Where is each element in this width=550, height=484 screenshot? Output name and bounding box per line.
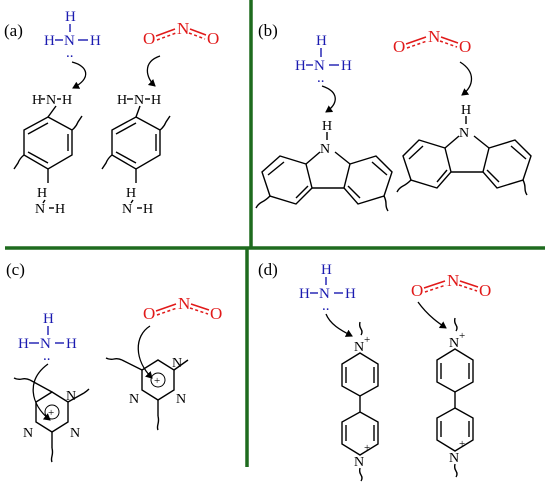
svg-text:N: N — [459, 126, 469, 141]
svg-text:..: .. — [66, 45, 74, 61]
svg-text:H: H — [345, 286, 356, 302]
svg-text:N: N — [66, 389, 76, 404]
svg-text:N: N — [176, 392, 186, 407]
svg-text:N: N — [70, 426, 80, 441]
panel-d: H H N H .. O N O N + — [299, 262, 491, 482]
svg-text:..: .. — [43, 348, 51, 364]
svg-text:N: N — [46, 93, 56, 108]
svg-text:H: H — [299, 286, 310, 302]
svg-text:H: H — [44, 33, 55, 49]
svg-text:H: H — [322, 119, 332, 134]
svg-text:H: H — [18, 336, 29, 352]
arrow-b-no2 — [459, 61, 473, 96]
svg-text:N: N — [129, 392, 139, 407]
ammonia-molecule-b: H H N H .. — [295, 33, 352, 86]
svg-text:+: + — [459, 330, 465, 342]
bipyridinium-right: N + N + — [436, 317, 474, 478]
svg-text:H: H — [90, 33, 101, 49]
svg-text:N: N — [319, 286, 330, 302]
svg-text:H: H — [32, 93, 42, 108]
svg-text:N: N — [449, 336, 459, 351]
svg-text:O: O — [393, 37, 405, 56]
svg-text:+: + — [364, 442, 370, 454]
svg-text:N: N — [354, 340, 364, 355]
nitrogen-dioxide-molecule-d: O N O — [411, 271, 491, 300]
arrow-d-no2 — [417, 301, 447, 329]
svg-text:O: O — [459, 37, 471, 56]
svg-text:N: N — [320, 142, 330, 157]
svg-text:O: O — [479, 281, 491, 300]
svg-text:H: H — [126, 186, 136, 201]
panel-b: H H N H .. O N O H N — [255, 27, 532, 212]
carbazole-left: H N — [255, 119, 393, 212]
panel-c: H H N H .. O N O — [13, 294, 222, 463]
svg-text:H: H — [62, 93, 72, 108]
arrow-a-no2 — [146, 55, 161, 87]
panel-label-a: (a) — [4, 21, 23, 40]
svg-text:+: + — [48, 407, 54, 419]
ammonia-molecule-a: H H N H .. — [44, 9, 101, 61]
svg-text:+: + — [154, 375, 160, 387]
svg-text:N: N — [172, 356, 182, 371]
panel-a: H H N H .. O N O H N H — [13, 9, 219, 217]
svg-text:H: H — [461, 103, 471, 118]
svg-text:H: H — [295, 58, 306, 74]
svg-text:H: H — [66, 336, 77, 352]
svg-text:H: H — [321, 262, 332, 278]
triazine-left: N N N + — [13, 377, 90, 463]
svg-text:N: N — [35, 202, 45, 217]
nitrogen-dioxide-molecule-c: O N O — [143, 294, 222, 323]
svg-text:N: N — [354, 455, 364, 470]
svg-text:N: N — [178, 294, 190, 313]
svg-text:H: H — [37, 186, 47, 201]
arrow-d-ammonia — [325, 313, 353, 337]
svg-text:..: .. — [322, 298, 330, 314]
svg-text:O: O — [411, 281, 423, 300]
svg-text:+: + — [459, 438, 465, 450]
nitrogen-dioxide-molecule-b: O N O — [393, 27, 471, 56]
arrow-c-ammonia — [32, 363, 51, 421]
ammonia-molecule-c: H H N H .. — [18, 311, 77, 364]
svg-text:H: H — [151, 93, 161, 108]
svg-text:H: H — [117, 93, 127, 108]
svg-text:O: O — [143, 29, 155, 48]
svg-text:N: N — [314, 58, 325, 74]
ammonia-molecule-d: H H N H .. — [299, 262, 356, 314]
svg-text:N: N — [40, 336, 51, 352]
panel-label-b: (b) — [258, 21, 278, 40]
svg-text:H: H — [316, 33, 327, 49]
svg-text:H: H — [55, 202, 65, 217]
svg-text:+: + — [364, 334, 370, 346]
svg-text:H: H — [43, 311, 54, 327]
panel-label-c: (c) — [6, 260, 25, 279]
svg-text:H: H — [143, 202, 153, 217]
svg-text:N: N — [177, 19, 189, 38]
svg-text:H: H — [341, 58, 352, 74]
bipyridinium-left: N + N + — [341, 321, 379, 482]
nitrogen-dioxide-molecule-a: O N O — [143, 19, 219, 48]
arrow-c-no2 — [137, 325, 153, 379]
svg-text:N: N — [64, 33, 75, 49]
svg-text:N: N — [134, 93, 144, 108]
diamine-ring-left: H N H N H H — [13, 93, 83, 217]
diamine-ring-right: H N H N H H — [101, 93, 171, 217]
svg-text:N: N — [428, 27, 440, 46]
panel-label-d: (d) — [258, 260, 278, 279]
triazine-right: N N N + — [105, 356, 189, 431]
svg-text:N: N — [449, 451, 459, 466]
arrow-a-ammonia — [71, 61, 87, 89]
svg-text:N: N — [447, 271, 459, 290]
svg-text:N: N — [122, 202, 132, 217]
svg-text:..: .. — [317, 70, 325, 86]
arrow-b-ammonia — [321, 85, 336, 113]
svg-text:H: H — [65, 9, 76, 25]
svg-text:N: N — [23, 426, 33, 441]
svg-text:O: O — [143, 304, 155, 323]
svg-text:O: O — [210, 304, 222, 323]
carbazole-right: H N — [396, 103, 532, 196]
svg-text:O: O — [207, 29, 219, 48]
